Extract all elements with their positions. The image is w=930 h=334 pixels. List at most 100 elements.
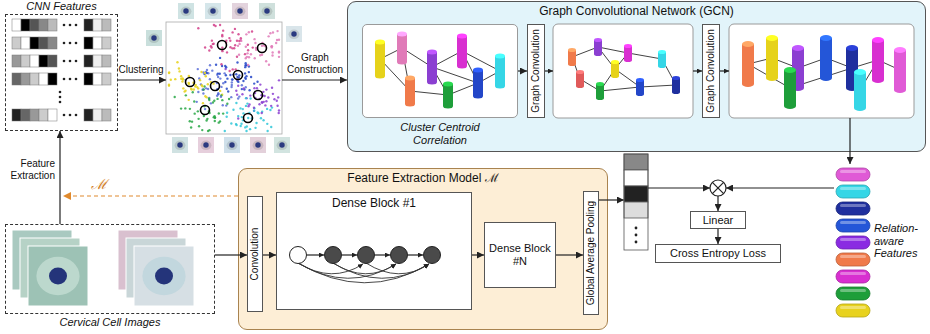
thumb-ground (232, 3, 248, 19)
nucleus (279, 142, 284, 147)
scatter-point (247, 117, 249, 119)
scatter-point (231, 47, 233, 49)
scatter-point (200, 83, 202, 85)
scatter-point (265, 60, 267, 62)
connector (717, 229, 718, 244)
feature-cell (21, 109, 30, 121)
scatter-point (269, 32, 271, 34)
scatter-point (243, 88, 245, 90)
flow-arrow (282, 79, 347, 80)
feature-pill (836, 253, 870, 266)
scatter-point (221, 34, 223, 36)
scatter-point (261, 53, 263, 55)
cytoplasm (227, 141, 238, 151)
scatter-point (254, 92, 256, 94)
flow-arrow (648, 187, 710, 188)
scatter-point (266, 123, 268, 125)
scatter-point (271, 54, 273, 56)
cell-thumbnail (250, 137, 266, 153)
scatter-point (241, 116, 243, 118)
ellipsis-dot (635, 227, 638, 230)
cell-image (28, 246, 88, 306)
image-ground (126, 238, 186, 298)
scatter-point (249, 97, 251, 99)
scatter-point (245, 64, 247, 66)
scatter-point (261, 101, 263, 103)
scatter-point (253, 87, 255, 89)
feature-pill (836, 304, 870, 317)
feature-cell (39, 19, 48, 31)
scatter-point (224, 130, 226, 132)
centroid-marker (201, 106, 210, 115)
scatter-point (255, 49, 257, 51)
scatter-point (219, 120, 221, 122)
scatter-point (210, 81, 212, 83)
dense-block: Dense Block #N (484, 222, 556, 288)
scatter-point (206, 118, 208, 120)
scatter-point (254, 127, 256, 129)
feature-cell (102, 37, 111, 49)
scatter-point (276, 39, 278, 41)
scatter-point (216, 73, 218, 75)
scatter-point (261, 45, 263, 47)
feature-cell (93, 109, 102, 121)
scatter-point (192, 91, 194, 93)
ellipsis-dot (69, 60, 72, 63)
scatter-point (245, 130, 247, 132)
thumb-ground (274, 137, 290, 153)
thumb-ground (178, 3, 194, 19)
scatter-point (202, 102, 204, 104)
scatter-point (224, 68, 226, 70)
scatter-point (224, 65, 226, 67)
scatter-point (214, 25, 216, 27)
scatter-point (220, 94, 222, 96)
scatter-point (240, 40, 242, 42)
cytoplasm (262, 7, 273, 17)
scatter-point (228, 70, 230, 72)
scatter-point (251, 30, 253, 32)
cell-thumbnail (259, 3, 275, 19)
scatter-point (248, 71, 250, 73)
scatter-point (199, 79, 201, 81)
output-vector (624, 154, 648, 250)
cytoplasm (253, 141, 264, 151)
scatter-point (174, 96, 176, 98)
vertical-label: Global Average Pooling (585, 201, 597, 305)
scatter-point (215, 64, 217, 66)
scatter-point (264, 45, 266, 47)
scatter-point (210, 46, 212, 48)
scatter-point (181, 77, 183, 79)
scatter-point (221, 94, 223, 96)
cytoplasm (181, 7, 192, 17)
cytoplasm (36, 257, 79, 295)
nucleus (49, 268, 67, 285)
scatter-point (238, 40, 240, 42)
scatter-point (226, 77, 228, 79)
scatter-point (216, 88, 218, 90)
scatter-point (182, 78, 184, 80)
scatter-point (184, 107, 186, 109)
cytoplasm (20, 241, 63, 279)
scatter-point (214, 120, 216, 122)
scatter-point (200, 71, 202, 73)
scatter-point (236, 40, 238, 42)
feature-pill (836, 202, 870, 215)
scatter-point (254, 97, 256, 99)
scatter-point (248, 31, 250, 33)
scatter-point (219, 57, 221, 59)
scatter-point (198, 77, 200, 79)
scatter-point (236, 93, 238, 95)
scatter-point (225, 42, 227, 44)
scatter-point (180, 107, 182, 109)
feature-cell (39, 73, 48, 85)
feature-cell (48, 19, 57, 31)
scatter-point (258, 103, 260, 105)
scatter-point (217, 76, 219, 78)
nucleus (177, 142, 182, 147)
feature-cell (84, 109, 93, 121)
ellipsis-dot (63, 24, 66, 27)
scatter-point (219, 72, 221, 74)
scatter-point (221, 49, 223, 51)
nucleus (291, 31, 296, 36)
scatter-point (191, 120, 193, 122)
